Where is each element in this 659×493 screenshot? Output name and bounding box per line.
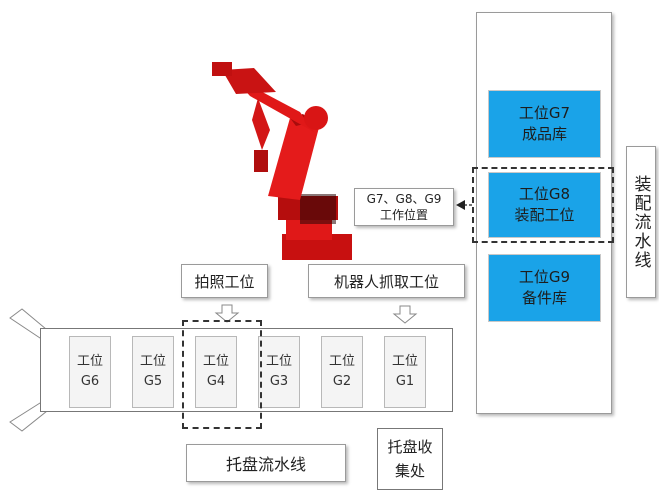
slot-g4-id: G4 [206,374,226,389]
work-position-line2: 工作位置 [379,208,428,222]
conveyor-slot-g4: 工位 G4 [195,336,237,408]
photo-station-text: 拍照工位 [194,272,255,291]
station-g8-highlight [472,167,614,243]
conveyor-slot-g3: 工位 G3 [258,336,300,408]
photo-station-highlight [182,320,262,429]
conveyor-slot-g6: 工位 G6 [69,336,111,408]
pallet-line-text: 托盘流水线 [225,455,306,474]
station-g9: 工位G9 备件库 [488,254,601,322]
conveyor-slot-g2: 工位 G2 [321,336,363,408]
slot-g3-label: 工位 [265,354,292,369]
station-g7: 工位G7 成品库 [488,90,601,158]
arrow-to-work-position [456,200,472,210]
slot-g5-id: G5 [143,374,163,389]
robot-arm-icon [212,62,352,260]
station-g8-subtitle: 装配工位 [514,206,575,224]
pallet-collection-text: 托盘收集处 [387,438,433,480]
slot-g5-label: 工位 [139,354,166,369]
assembly-line-text: 装配流水线 [630,174,651,270]
assembly-line-label: 装配流水线 [626,146,656,298]
slot-g1-label: 工位 [391,354,418,369]
slot-g4-label: 工位 [202,354,229,369]
station-g8-title: 工位G8 [518,185,571,203]
station-g9-subtitle: 备件库 [521,289,567,307]
slot-g2-label: 工位 [328,354,355,369]
station-g7-subtitle: 成品库 [521,125,567,143]
slot-g6-label: 工位 [76,354,103,369]
slot-g1-id: G1 [395,374,415,389]
pallet-collection-label: 托盘收集处 [377,428,443,490]
work-position-box: G7、G8、G9 工作位置 [354,188,454,226]
conveyor-slot-g1: 工位 G1 [384,336,426,408]
robot-grab-station-label: 机器人抓取工位 [308,264,465,298]
slot-g3-id: G3 [269,374,289,389]
slot-g2-id: G2 [332,374,352,389]
station-g9-title: 工位G9 [518,268,571,286]
photo-station-label: 拍照工位 [181,264,268,298]
slot-g6-id: G6 [80,374,100,389]
station-g8: 工位G8 装配工位 [488,172,601,238]
robot-grab-station-text: 机器人抓取工位 [333,272,439,291]
grab-down-arrow-icon [392,305,418,324]
work-position-line1: G7、G8、G9 [366,192,442,206]
pallet-line-label: 托盘流水线 [186,444,346,482]
photo-down-arrow-icon [214,304,240,323]
station-g7-title: 工位G7 [518,104,571,122]
conveyor-slot-g5: 工位 G5 [132,336,174,408]
